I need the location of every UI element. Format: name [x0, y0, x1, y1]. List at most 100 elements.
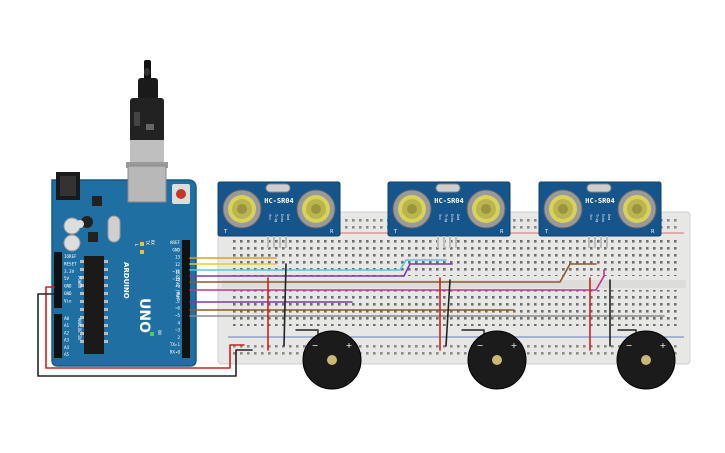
sensor-label: HC-SR04	[585, 197, 615, 205]
pin-label: TX▸1	[170, 342, 181, 347]
sensor-receiver	[296, 189, 336, 229]
digital-header	[182, 240, 190, 358]
sensor-pin	[600, 236, 602, 248]
sensor-pin	[443, 236, 445, 248]
sensor-pin-label: Echo	[280, 214, 284, 222]
pin-label: A2	[64, 330, 70, 335]
sensor-pin	[279, 236, 281, 248]
pin-label: 13	[175, 255, 181, 260]
sensor-pin-label: Vcc	[589, 214, 593, 220]
pin-label: ~3	[175, 328, 181, 333]
sensor-label: HC-SR04	[264, 197, 294, 205]
buzzer-plus-label: +	[511, 341, 518, 350]
pin-label: ~11	[172, 269, 180, 274]
sensor-pin	[267, 236, 269, 248]
sensor-pin-label: Echo	[601, 214, 605, 222]
digital-label: DIGITAL (PWM~)	[175, 270, 180, 304]
sensor-t-mark: T	[223, 229, 228, 235]
pin-label: A1	[64, 323, 70, 328]
rx-label: RX	[150, 240, 155, 245]
sensor-pin	[594, 236, 596, 248]
pin-label: RESET	[64, 261, 77, 266]
buzzer-minus-label: −	[312, 341, 319, 350]
sensor-crystal	[265, 183, 291, 193]
sensor-pin	[285, 236, 287, 248]
pin-label: 12	[175, 262, 181, 267]
sensor-pin	[606, 236, 608, 248]
wire-d9-brown	[189, 263, 597, 283]
pin-label: ~9	[175, 284, 181, 289]
wire-gnd-black	[37, 293, 253, 377]
piezo-buzzer: −+	[302, 330, 362, 390]
sensor-pin	[449, 236, 451, 248]
sensor-r-mark: R	[500, 229, 504, 235]
sensor-pin-label: Gnd	[286, 214, 290, 220]
wire-black-v2	[445, 279, 451, 347]
sensor-pin-label: Trig	[595, 214, 599, 222]
buzzer-plus-label: +	[660, 341, 667, 350]
sensor-crystal	[586, 183, 612, 193]
sensor-r-mark: R	[651, 229, 655, 235]
sensor-pin-label: Gnd	[607, 214, 611, 220]
sensor-t-mark: T	[393, 229, 398, 235]
sensor-transmitter	[222, 189, 262, 229]
pin-label: 2	[177, 335, 180, 340]
bottom-power-rail	[230, 342, 680, 358]
terminal-strip-bottom	[230, 290, 680, 326]
sensor-pin-label: Trig	[274, 214, 278, 222]
pin-label: ~10	[172, 277, 180, 282]
piezo-buzzer: −+	[616, 330, 676, 390]
power-label: POWER	[77, 276, 82, 289]
sensor-pin-label: Gnd	[456, 214, 460, 220]
pin-label: AREF	[170, 240, 181, 245]
atmega-chip	[84, 256, 104, 354]
pin-label: A4	[64, 345, 70, 350]
tx-label: TX	[145, 240, 150, 245]
sensor-t-mark: T	[544, 229, 549, 235]
sensor-pin-label: Vcc	[438, 214, 442, 220]
wires	[37, 257, 665, 377]
l-label: L	[134, 244, 139, 247]
sensor-receiver	[466, 189, 506, 229]
buzzer-minus-label: −	[626, 341, 633, 350]
pin-label: A5	[64, 352, 70, 357]
wire-d11-lightblue	[189, 259, 447, 271]
usb-port	[127, 165, 167, 203]
arduino-uno: ARDUINO UNO TX RX L ON POWER ANALOG IN D…	[51, 60, 197, 367]
pin-label: 8	[177, 291, 180, 296]
pin-label: IOREF	[64, 254, 77, 259]
sensor-pin-label: Vcc	[268, 214, 272, 220]
sensor-r-mark: R	[330, 229, 334, 235]
pin-label: A3	[64, 338, 70, 343]
wire-d8-magenta	[189, 269, 605, 291]
sensor-pin	[437, 236, 439, 248]
piezo-buzzer: −+	[467, 330, 527, 390]
sensor-pin-label: Trig	[444, 214, 448, 222]
pin-label: Vin	[64, 298, 72, 303]
power-header	[54, 252, 62, 308]
sensor-receiver	[617, 189, 657, 229]
pin-label: RX◂0	[170, 350, 181, 355]
on-label: ON	[157, 330, 162, 335]
analog-header	[54, 314, 62, 358]
sensor-transmitter	[543, 189, 583, 229]
sensor-transmitter	[392, 189, 432, 229]
board-model: UNO	[136, 298, 152, 333]
wire-black-v1	[283, 263, 287, 347]
buzzer-minus-label: −	[477, 341, 484, 350]
pin-label: GND	[64, 291, 72, 296]
sensor-pin	[273, 236, 275, 248]
usb-cable	[126, 60, 168, 168]
sensor-label: HC-SR04	[434, 197, 464, 205]
pin-label: GND	[64, 284, 72, 289]
pin-label: 7	[177, 298, 180, 303]
pin-label: A0	[64, 316, 70, 321]
pin-label: 3.3V	[64, 269, 75, 274]
analog-label: ANALOG IN	[77, 318, 82, 340]
pin-label: GND	[172, 247, 180, 252]
buzzer-plus-label: +	[346, 341, 353, 350]
sensor-pin-label: Echo	[450, 214, 454, 222]
